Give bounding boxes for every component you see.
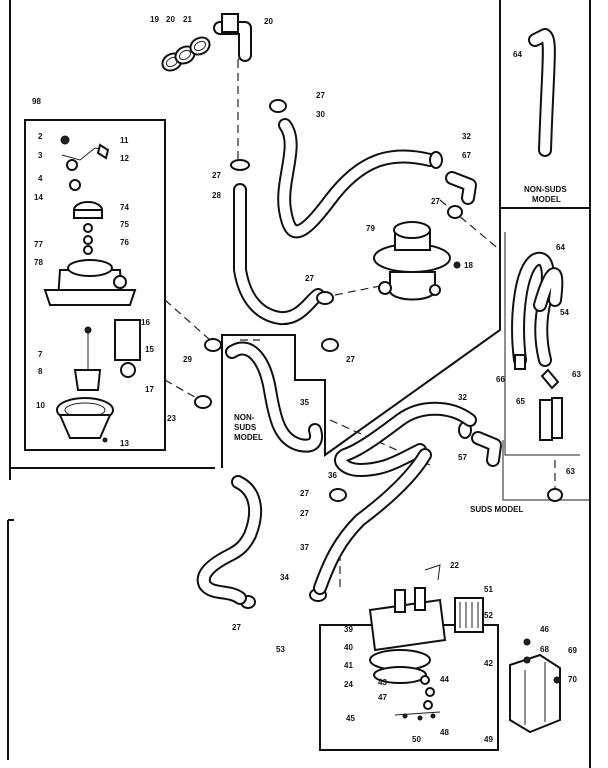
part-label: 46 — [540, 625, 549, 634]
hose-30 — [269, 99, 437, 239]
part-label: 41 — [344, 661, 353, 670]
part-label: 70 — [568, 675, 577, 684]
part-label: 32 — [462, 132, 471, 141]
part-label: 15 — [145, 345, 154, 354]
part-label: 27 — [212, 171, 221, 180]
part-label: 4 — [38, 174, 43, 183]
part-label: 22 — [450, 561, 459, 570]
part-label: 16 — [141, 318, 150, 327]
part-label: 64 — [513, 50, 522, 59]
part-label: 7 — [38, 350, 43, 359]
part-label: 27 — [316, 91, 325, 100]
part-label: 3 — [38, 151, 43, 160]
part-label: 27 — [300, 509, 309, 518]
part-label: 75 — [120, 220, 129, 229]
top-elbow — [213, 13, 252, 62]
elbow-67 — [445, 171, 477, 205]
part-label: 69 — [568, 646, 577, 655]
non-suds-model-caption-mid-line2: SUDS — [234, 423, 257, 432]
part-label: 27 — [431, 197, 440, 206]
part-label: 14 — [34, 193, 43, 202]
part-label: 44 — [440, 675, 449, 684]
part-label: 13 — [120, 439, 129, 448]
valve-79 — [373, 221, 461, 301]
part-label: 51 — [484, 585, 493, 594]
part-label: 43 — [378, 678, 387, 687]
part-label: 66 — [496, 375, 505, 384]
part-labels: 19 20 21 20 27 30 32 67 27 28 27 79 18 2… — [32, 15, 581, 744]
part-label: 27 — [300, 489, 309, 498]
part-label: 65 — [516, 397, 525, 406]
part-label: 42 — [484, 659, 493, 668]
hose-36 — [313, 401, 477, 595]
part-label: 11 — [120, 136, 129, 145]
part-label: 29 — [183, 355, 192, 364]
part-label: 79 — [366, 224, 375, 233]
part-label: 63 — [566, 467, 575, 476]
part-label: 8 — [38, 367, 43, 376]
part-label: 64 — [556, 243, 565, 252]
hose-64-top — [528, 28, 556, 157]
part-label: 39 — [344, 625, 353, 634]
part-label: 32 — [458, 393, 467, 402]
frame-lines — [7, 0, 591, 768]
elbow-57 — [471, 431, 502, 467]
part-label: 47 — [378, 693, 387, 702]
pump-assembly-inset — [43, 135, 141, 443]
part-label: 36 — [328, 471, 337, 480]
part-label: 48 — [440, 728, 449, 737]
bracket-70 — [509, 638, 561, 734]
hose-35 — [225, 341, 324, 453]
part-label: 45 — [346, 714, 355, 723]
part-label: 63 — [572, 370, 581, 379]
part-label: 52 — [484, 611, 493, 620]
model-captions: NON-SUDS MODEL NON- SUDS MODEL SUDS MODE… — [234, 185, 567, 514]
part-label: 23 — [167, 414, 176, 423]
part-label: 34 — [280, 573, 289, 582]
part-label: 17 — [145, 385, 154, 394]
part-label: 30 — [316, 110, 325, 119]
part-label: 76 — [120, 238, 129, 247]
non-suds-model-caption-top-line2: MODEL — [532, 195, 561, 204]
part-label: 20 — [166, 15, 175, 24]
part-label: 2 — [38, 132, 43, 141]
part-label: 37 — [300, 543, 309, 552]
part-label: 74 — [120, 203, 129, 212]
part-label: 18 — [464, 261, 473, 270]
hose-28 — [230, 159, 325, 326]
suds-hoses — [511, 251, 564, 441]
part-label: 27 — [232, 623, 241, 632]
part-label: 54 — [560, 308, 569, 317]
non-suds-model-caption-top-line1: NON-SUDS — [524, 185, 567, 194]
part-label: 24 — [344, 680, 353, 689]
pump-inset-box — [24, 119, 166, 451]
part-label: 35 — [300, 398, 309, 407]
part-label: 53 — [276, 645, 285, 654]
part-label: 40 — [344, 643, 353, 652]
part-label: 67 — [462, 151, 471, 160]
part-label: 49 — [484, 735, 493, 744]
part-label: 27 — [305, 274, 314, 283]
part-label: 19 — [150, 15, 159, 24]
suds-model-caption: SUDS MODEL — [470, 505, 523, 514]
part-label: 77 — [34, 240, 43, 249]
part-label: 28 — [212, 191, 221, 200]
pump-24 — [368, 564, 484, 721]
part-label: 78 — [34, 258, 43, 267]
hose-clamps — [194, 151, 563, 609]
part-label: 57 — [458, 453, 467, 462]
part-label: 50 — [412, 735, 421, 744]
hose-37 — [196, 475, 263, 605]
part-label: 20 — [264, 17, 273, 26]
part-label: 12 — [120, 154, 129, 163]
part-label: 27 — [346, 355, 355, 364]
part-label: 98 — [32, 97, 41, 106]
top-clamps — [161, 36, 211, 72]
non-suds-model-caption-mid-line1: NON- — [234, 413, 255, 422]
part-label: 21 — [183, 15, 192, 24]
non-suds-model-caption-mid-line3: MODEL — [234, 433, 263, 442]
part-label: 68 — [540, 645, 549, 654]
part-label: 10 — [36, 401, 45, 410]
